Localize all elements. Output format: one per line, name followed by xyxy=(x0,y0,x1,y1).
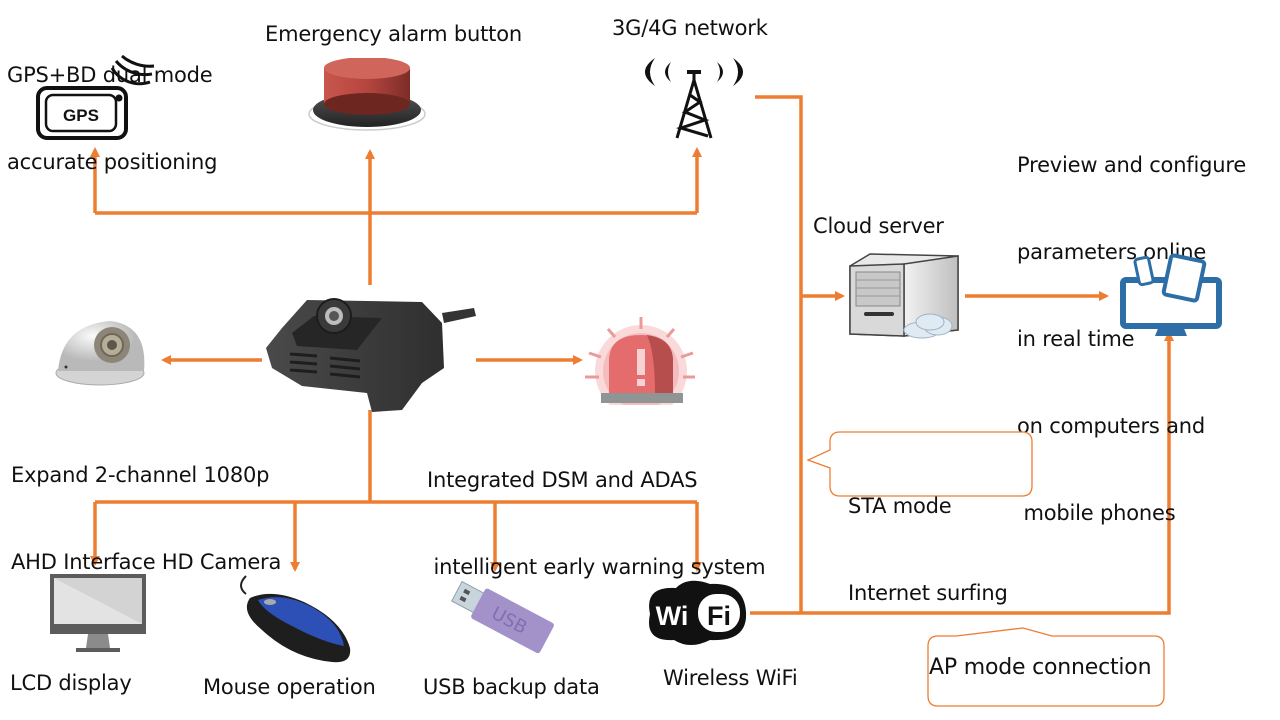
preview-label-line-4: on computers and xyxy=(1017,414,1206,438)
preview-label-line-3: in real time xyxy=(1017,327,1135,351)
wifi-label: Wireless WiFi xyxy=(663,666,798,690)
monitor-icon xyxy=(50,574,146,652)
devices-icon xyxy=(1120,253,1222,336)
mouse-icon xyxy=(240,575,351,663)
dome-camera-icon xyxy=(55,321,145,386)
alarm-label: Emergency alarm button xyxy=(265,22,522,46)
usb-label: USB backup data xyxy=(423,675,600,699)
sta-callout xyxy=(806,431,1033,497)
wifi-icon-text-wi: Wi xyxy=(656,601,689,631)
gps-label-line-2: accurate positioning xyxy=(7,150,218,174)
wifi-logo-icon: Wi Fi xyxy=(649,580,747,645)
lcd-label: LCD display xyxy=(10,671,132,695)
warning-label-line-2: intelligent early warning system xyxy=(427,555,766,579)
warning-label-line-1: Integrated DSM and ADAS xyxy=(427,468,698,492)
warning-label: Integrated DSM and ADAS intelligent earl… xyxy=(427,408,766,611)
wifi-icon-text-fi: Fi xyxy=(707,601,731,631)
ap-callout-text: AP mode connection xyxy=(929,655,1152,680)
camera-label-line-2: AHD Interface HD Camera xyxy=(11,550,282,574)
cell-tower-icon xyxy=(645,58,743,139)
wire-wifi-ap xyxy=(750,331,1174,615)
warning-beacon-icon xyxy=(585,317,695,405)
mouse-label: Mouse operation xyxy=(203,675,376,699)
preview-label: Preview and configure parameters online … xyxy=(1017,93,1246,557)
gps-icon: GPS xyxy=(36,54,155,140)
alarm-button-icon xyxy=(308,58,426,131)
dashcam-icon xyxy=(266,298,476,412)
camera-label-line-1: Expand 2-channel 1080p xyxy=(11,463,270,487)
ap-callout xyxy=(927,627,1165,707)
usb-drive-icon: USB xyxy=(451,580,554,654)
network-label: 3G/4G network xyxy=(612,16,768,40)
cloud-label: Cloud server xyxy=(813,214,944,238)
sta-line-2: Internet surfing xyxy=(848,581,1008,605)
preview-label-line-5: mobile phones xyxy=(1017,501,1176,525)
sta-callout-text: STA mode Internet surfing xyxy=(848,434,1008,637)
camera-label: Expand 2-channel 1080p AHD Interface HD … xyxy=(11,403,281,606)
wire-network-trunk xyxy=(755,95,803,613)
sta-line-1: STA mode xyxy=(848,494,952,518)
preview-label-line-1: Preview and configure xyxy=(1017,153,1247,177)
gps-icon-text: GPS xyxy=(63,106,99,125)
server-icon xyxy=(849,253,959,339)
